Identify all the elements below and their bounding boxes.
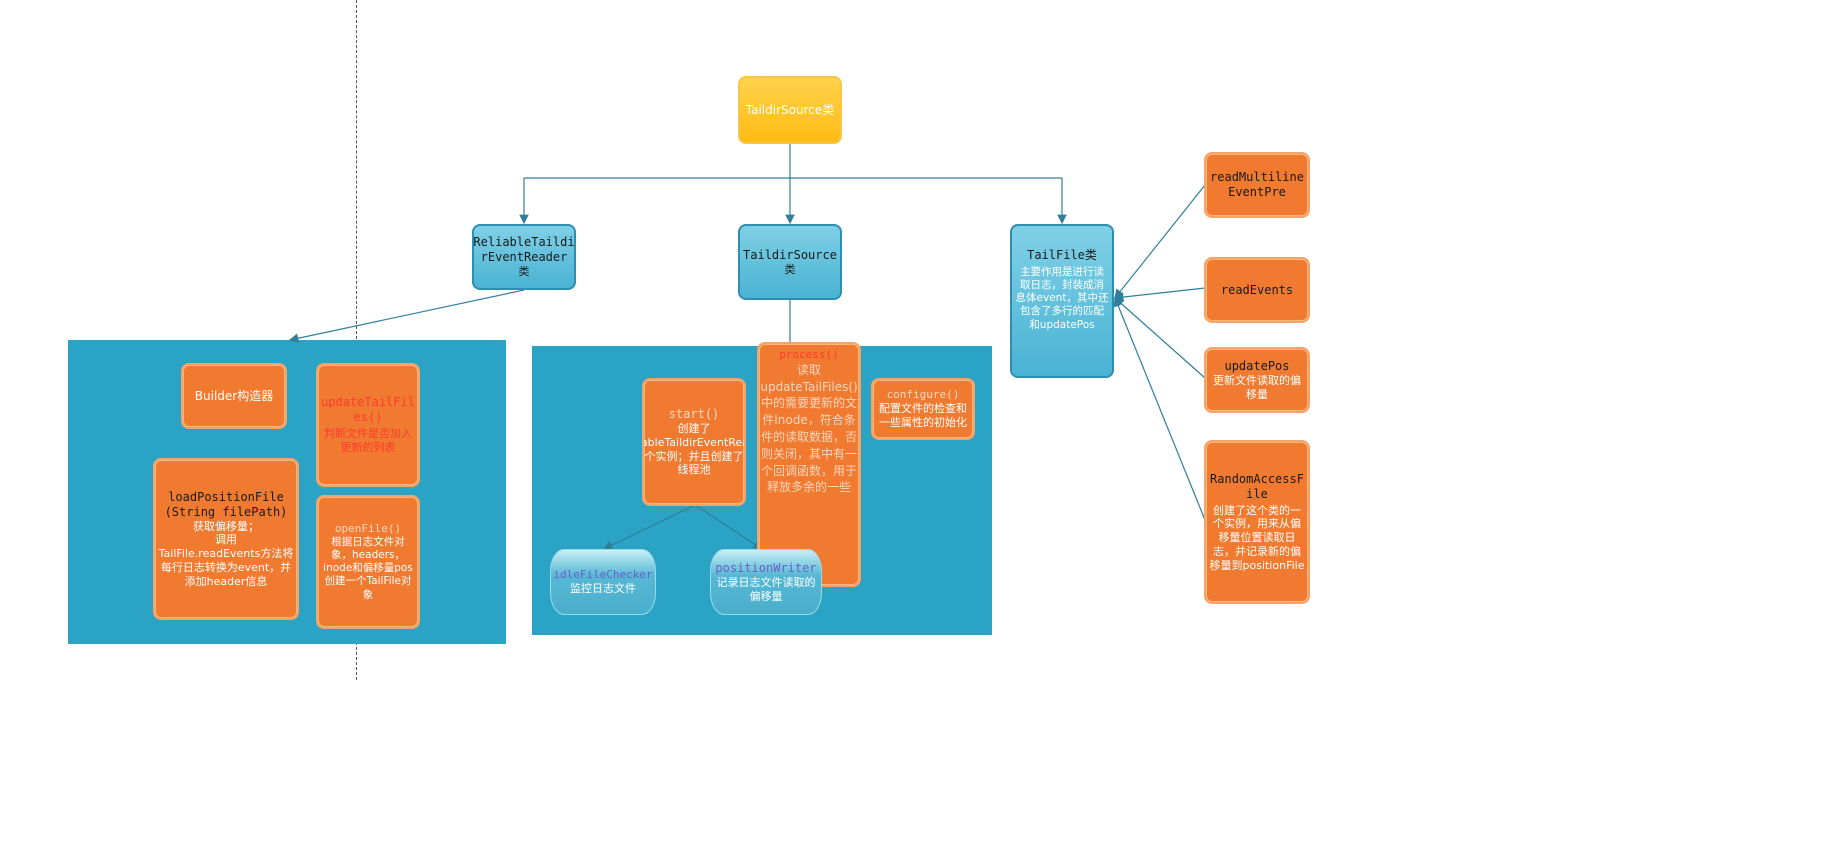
process-method-node: process() 读取updateTailFiles()中的需要更新的文件In… (757, 342, 861, 587)
load-position-file-node: loadPositionFile (String filePath) 获取偏移量… (153, 458, 299, 620)
read-multiline-event-pre-node: readMultiline EventPre (1204, 152, 1310, 218)
read-multiline-title1: readMultiline (1210, 170, 1304, 184)
random-access-title1: RandomAccessF (1210, 471, 1304, 486)
root-to-children-connector (524, 144, 1062, 179)
reader-to-panel-arrow (288, 289, 525, 343)
builder-node: Builder构造器 (181, 363, 287, 429)
position-writer-title: positionWriter (715, 560, 817, 575)
read-events-node: readEvents (1204, 257, 1310, 323)
open-file-node: openFile() 根据日志文件对象，headers，inode和偏移量pos… (316, 495, 420, 629)
random-access-file-node: RandomAccessF ile 创建了这个类的一个实例，用来从偏移量位置读取… (1204, 440, 1310, 604)
tailfile-to-updatepos-arrow (1114, 297, 1206, 379)
source-node-line2: 类 (784, 262, 796, 276)
taildirsource-root-node: TaildirSource类 (738, 76, 842, 144)
source-node-line1: TaildirSource (743, 247, 837, 262)
start-method-node: start() 创建了ReliableTaildirEventReader的一个… (642, 378, 746, 506)
read-multiline-title2: EventPre (1228, 185, 1286, 199)
load-position-desc3: TailFile.readEvents方法将每行日志转换为event，并添加he… (158, 547, 294, 588)
builder-node-label: Builder构造器 (194, 388, 274, 403)
read-events-title: readEvents (1220, 282, 1294, 297)
update-pos-node: updatePos 更新文件读取的偏移量 (1204, 347, 1310, 413)
start-to-idle-arrow (602, 504, 696, 550)
root-node-label: TaildirSource类 (745, 102, 835, 117)
reader-node-line1: ReliableTaildi (473, 235, 575, 250)
reader-node-line2: rEventReader (480, 250, 568, 265)
taildirsource-class-node: TaildirSource 类 (738, 224, 842, 300)
random-access-title2: ile (1246, 486, 1268, 501)
load-position-title1: loadPositionFile (168, 489, 284, 504)
configure-method-desc: 配置文件的检查和一些属性的初始化 (879, 402, 967, 429)
start-method-title: start() (668, 407, 720, 421)
configure-method-node: configure() 配置文件的检查和一些属性的初始化 (871, 378, 975, 440)
tailfile-to-randomaccess-arrow (1113, 296, 1206, 521)
position-writer-node: positionWriter 记录日志文件读取的偏移量 (710, 549, 822, 615)
configure-method-title: configure() (886, 388, 960, 402)
idle-file-checker-desc: 监控日志文件 (570, 582, 636, 595)
update-tail-files-desc: 判断文件是否加入更新的列表 (324, 427, 412, 454)
reliable-taildir-event-reader-node: ReliableTaildi rEventReader 类 (472, 224, 576, 290)
update-tail-files-title: updateTailFiles() (321, 395, 415, 425)
update-pos-desc: 更新文件读取的偏移量 (1213, 373, 1301, 401)
update-tail-files-node: updateTailFiles() 判断文件是否加入更新的列表 (316, 363, 420, 487)
random-access-desc: 创建了这个类的一个实例，用来从偏移量位置读取日志，并记录新的偏移量到positi… (1209, 503, 1305, 572)
tailfile-to-readevents-arrow (1113, 287, 1206, 302)
tailfile-node-title: TailFile类 (1027, 248, 1097, 262)
process-method-desc: 读取updateTailFiles()中的需要更新的文件Inode，符合条件的读… (760, 362, 858, 495)
tailfile-to-readmultiline-arrow (1114, 184, 1206, 299)
start-to-position-arrow (694, 504, 764, 550)
open-file-title: openFile() (334, 522, 402, 536)
idle-file-checker-node: idleFileChecker 监控日志文件 (550, 549, 656, 615)
idle-file-checker-title: idleFileChecker (553, 568, 653, 582)
position-writer-desc: 记录日志文件读取的偏移量 (716, 575, 816, 603)
open-file-desc: 根据日志文件对象，headers，inode和偏移量pos创建一个TailFil… (323, 536, 413, 601)
update-pos-title: updatePos (1224, 358, 1290, 373)
process-method-title: process() (779, 348, 839, 361)
tailfile-class-node: TailFile类 主要作用是进行读取日志，封装成消息体event，其中还包含了… (1010, 224, 1114, 378)
load-position-desc2: 调用 (215, 533, 237, 547)
reader-node-line3: 类 (518, 265, 530, 279)
load-position-desc1: 获取偏移量； (193, 519, 259, 533)
start-method-desc: 创建了ReliableTaildirEventReader的一个实例；并且创建了… (644, 422, 744, 477)
tailfile-node-desc: 主要作用是进行读取日志，封装成消息体event，其中还包含了多行的匹配和upda… (1015, 266, 1109, 331)
load-position-title2: (String filePath) (164, 504, 288, 519)
